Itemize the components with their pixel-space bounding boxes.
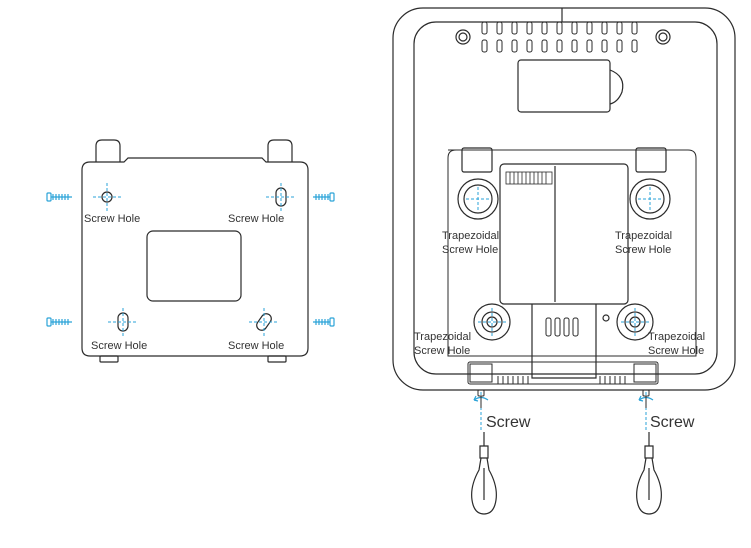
screwdriver-icon bbox=[636, 432, 662, 515]
label-trap-lower-left-2: Screw Hole bbox=[414, 345, 470, 357]
crosshair-icon bbox=[93, 183, 121, 211]
foot-left bbox=[99, 355, 119, 363]
left-device bbox=[81, 139, 309, 363]
right-crosshairs bbox=[466, 187, 662, 430]
screw-icon bbox=[477, 389, 485, 408]
center-label-plate bbox=[146, 230, 242, 302]
right-device bbox=[392, 7, 736, 391]
label-screw-left: Screw bbox=[486, 414, 531, 431]
label-trap-upper-right-2: Screw Hole bbox=[615, 244, 671, 256]
connector-slots bbox=[545, 317, 579, 337]
label-trap-upper-left-2: Screw Hole bbox=[442, 244, 498, 256]
lower-housing bbox=[447, 149, 697, 357]
foot-right bbox=[267, 355, 287, 363]
label-trap-upper-right-1: Trapezoidal bbox=[615, 230, 672, 242]
connector-block bbox=[505, 171, 553, 185]
top-vent-row-1 bbox=[481, 21, 638, 35]
label-screw-hole-top-left: Screw Hole bbox=[84, 213, 140, 225]
left-screw-holes bbox=[93, 183, 296, 336]
label-screw-right: Screw bbox=[650, 414, 695, 431]
screwdriver-right bbox=[636, 432, 662, 515]
screw-icon bbox=[642, 389, 650, 408]
antenna-left bbox=[95, 139, 121, 162]
bottom-rail bbox=[467, 361, 659, 385]
right-device-outer-shell bbox=[392, 7, 736, 391]
crosshair-icon bbox=[266, 183, 296, 211]
label-trap-lower-left-1: Trapezoidal bbox=[414, 331, 471, 343]
lower-connector-housing bbox=[531, 304, 597, 379]
top-vent-row-2 bbox=[481, 39, 638, 53]
screw-icon bbox=[313, 192, 335, 202]
screw-hole-top-right bbox=[266, 183, 296, 211]
screw-icon bbox=[313, 317, 335, 327]
crosshair-icon bbox=[249, 308, 279, 336]
label-window bbox=[517, 59, 611, 113]
label-trap-lower-right-2: Screw Hole bbox=[648, 345, 704, 357]
bracket-upper-right bbox=[629, 147, 671, 220]
corner-screw-top-right bbox=[655, 29, 671, 45]
screw-hole-bottom-right bbox=[249, 308, 279, 336]
label-trap-upper-left-1: Trapezoidal bbox=[442, 230, 499, 242]
screw-icon bbox=[46, 192, 72, 202]
crosshair-icon bbox=[466, 187, 490, 211]
screwdriver-left bbox=[471, 432, 497, 515]
antenna-right bbox=[267, 139, 293, 162]
screw-hole-bottom-left bbox=[108, 308, 138, 336]
left-screws bbox=[46, 192, 335, 327]
label-screw-hole-bottom-right: Screw Hole bbox=[228, 340, 284, 352]
bracket-upper-left bbox=[457, 147, 499, 220]
trap-hole-lower-left bbox=[473, 303, 511, 341]
label-screw-hole-bottom-left: Screw Hole bbox=[91, 340, 147, 352]
label-trap-lower-right-1: Trapezoidal bbox=[648, 331, 705, 343]
trap-hole-lower-right bbox=[616, 303, 654, 341]
crosshair-icon bbox=[638, 187, 662, 211]
screwdriver-icon bbox=[471, 432, 497, 515]
bottom-screws bbox=[473, 389, 654, 408]
screw-icon bbox=[46, 317, 72, 327]
right-device-inner-panel bbox=[413, 21, 718, 375]
corner-screw-top-left bbox=[455, 29, 471, 45]
left-device-body bbox=[81, 157, 309, 357]
center-module bbox=[499, 163, 629, 305]
crosshair-icon bbox=[108, 308, 138, 336]
label-screw-hole-top-right: Screw Hole bbox=[228, 213, 284, 225]
screw-hole-top-left bbox=[93, 183, 121, 211]
